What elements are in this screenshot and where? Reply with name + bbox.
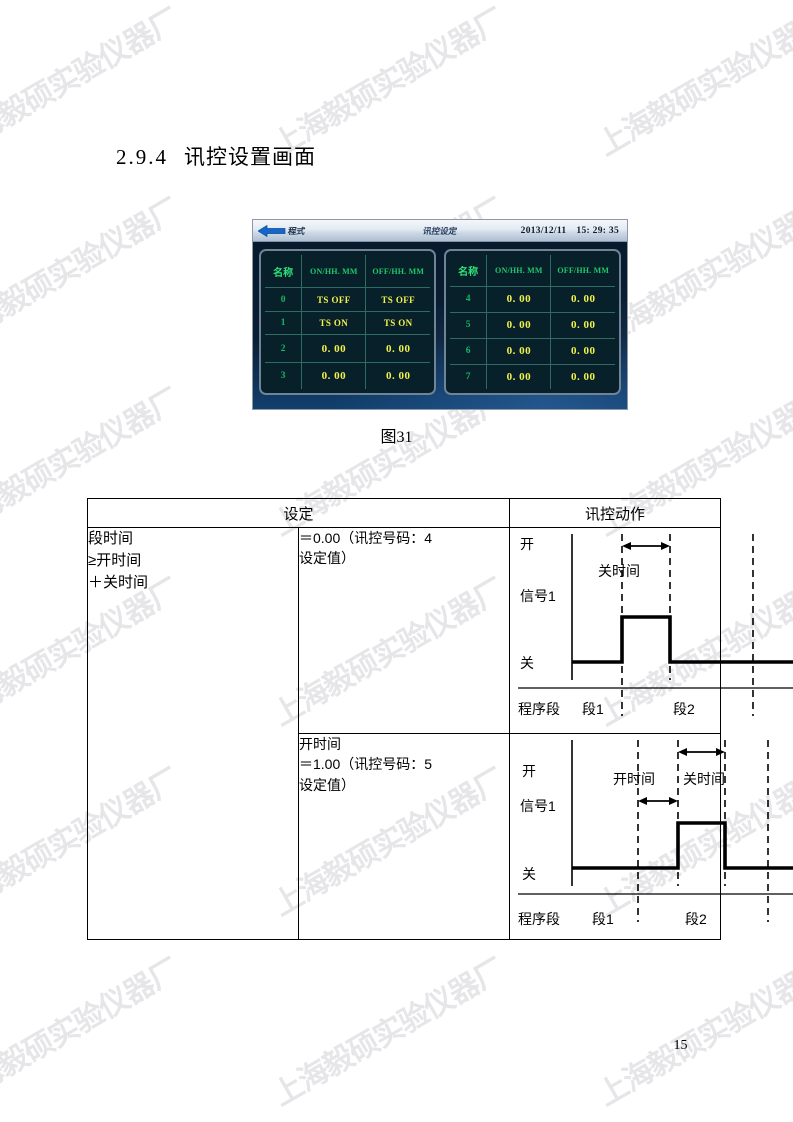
signal-row-on-value[interactable]: TS OFF (301, 287, 367, 312)
signal-table-header-name: 名称 (450, 255, 488, 287)
segment-label-1: 段1 (582, 701, 604, 717)
section-title: 讯控设置画面 (184, 145, 316, 169)
signal-action-table: 设定 讯控动作 段时间 ≥开时间 ＋关时间 ＝0.00（讯控号码：4 设定值） (87, 498, 793, 940)
label-off: 关 (522, 866, 536, 882)
condition-line-1: 段时间 (88, 530, 134, 547)
signal-row-off-value[interactable]: 0. 00 (365, 334, 430, 363)
signal-row-index: 3 (265, 361, 303, 389)
setting-line: ＝0.00（讯控号码：4 (299, 530, 433, 546)
setting-line: 开时间 (299, 736, 341, 752)
signal-row-index: 7 (450, 363, 488, 389)
diagram-cell-row2: 开 信号1 关 开时间 关时间 程序段 段1 段2 段3 (509, 733, 793, 940)
label-segment-axis: 程序段 (518, 701, 560, 717)
segment-label-2: 段2 (673, 701, 695, 717)
setting-cell-row1: ＝0.00（讯控号码：4 设定值） (298, 527, 510, 734)
signal-row-index: 0 (265, 287, 303, 312)
page-number: 15 (0, 1038, 793, 1054)
signal-row-off-value[interactable]: 0. 00 (365, 361, 430, 389)
signal-table-header-name: 名称 (265, 255, 303, 289)
table-row: 开时间 ＝1.00（讯控号码：5 设定值） (88, 733, 793, 940)
device-titlebar: 程式 讯控设定 2013/12/11 15: 29: 35 (253, 220, 627, 242)
signal-row-on-value[interactable]: 0. 00 (486, 363, 552, 389)
signal-row-index: 6 (450, 337, 488, 365)
signal-row-index: 4 (450, 285, 488, 313)
label-segment-axis: 程序段 (518, 911, 560, 927)
signal-row-index: 1 (265, 310, 303, 336)
label-signal: 信号1 (520, 588, 556, 604)
segment-label-2: 段2 (685, 911, 707, 927)
signal-row-off-value[interactable]: TS OFF (365, 287, 430, 312)
device-date: 2013/12/11 (520, 225, 567, 236)
signal-row-on-value[interactable]: 0. 00 (486, 285, 552, 313)
setting-line: ＝1.00（讯控号码：5 (299, 756, 433, 773)
section-number: 2.9.4 (116, 145, 168, 169)
signal-table-header-on: ON/HH. MM (486, 255, 552, 287)
signal-table-header-on: ON/HH. MM (301, 255, 367, 289)
label-on: 开 (520, 536, 534, 552)
timing-diagram-2: 开 信号1 关 开时间 关时间 程序段 段1 段2 段3 (510, 734, 793, 939)
diagram-cell-row1: 开 信号1 关 关时间 程序段 段1 段2 段3 (509, 527, 793, 734)
segment-label-1: 段1 (592, 911, 614, 927)
device-time: 15: 29: 35 (576, 225, 619, 236)
condition-line-3: ＋关时间 (88, 573, 149, 591)
header-setting: 设定 (87, 498, 510, 528)
annotation-off-time: 关时间 (683, 771, 725, 787)
signal-row-index: 5 (450, 311, 488, 339)
label-off: 关 (520, 655, 534, 671)
table-row: 段时间 ≥开时间 ＋关时间 ＝0.00（讯控号码：4 设定值） (87, 527, 793, 940)
annotation-on-time: 开时间 (613, 771, 655, 787)
condition-cell: 段时间 ≥开时间 ＋关时间 (87, 527, 299, 940)
label-on: 开 (522, 763, 536, 779)
header-action: 讯控动作 (509, 498, 721, 528)
signal-row-on-value[interactable]: TS ON (301, 310, 367, 336)
table-header-row: 设定 讯控动作 (87, 498, 721, 528)
signal-row-on-value[interactable]: 0. 00 (486, 311, 552, 339)
signal-table-header-off: OFF/HH. MM (550, 255, 615, 287)
setting-line: 设定值） (299, 776, 355, 793)
signal-row-off-value[interactable]: TS ON (365, 310, 430, 336)
setting-cell-row2: 开时间 ＝1.00（讯控号码：5 设定值） (298, 733, 510, 940)
setting-line: 设定值） (299, 550, 355, 567)
left-arrow-icon[interactable] (258, 224, 286, 237)
figure-caption: 图31 (380, 429, 413, 446)
signal-row-off-value[interactable]: 0. 00 (550, 311, 615, 339)
signal-row-on-value[interactable]: 0. 00 (301, 334, 367, 363)
signal-row-index: 2 (265, 334, 303, 363)
timing-diagram-1: 开 信号1 关 关时间 程序段 段1 段2 段3 (510, 528, 793, 733)
label-signal: 信号1 (520, 798, 556, 814)
signal-row-off-value[interactable]: 0. 00 (550, 285, 615, 313)
condition-line-2: ≥开时间 (88, 551, 142, 569)
signal-waveform (572, 615, 793, 664)
signal-row-off-value[interactable]: 0. 00 (550, 337, 615, 365)
annotation-off-time: 关时间 (598, 563, 640, 579)
page-title: 2.9.4 讯控设置画面 (116, 141, 316, 171)
device-datetime: 2013/12/11 15: 29: 35 (521, 226, 619, 236)
signal-row-on-value[interactable]: 0. 00 (301, 361, 367, 389)
page-number-value: 15 (673, 1038, 688, 1053)
signal-row-off-value[interactable]: 0. 00 (550, 363, 615, 389)
signal-row-on-value[interactable]: 0. 00 (486, 337, 552, 365)
signal-table-header-off: OFF/HH. MM (365, 255, 430, 289)
signal-waveform (572, 821, 793, 870)
